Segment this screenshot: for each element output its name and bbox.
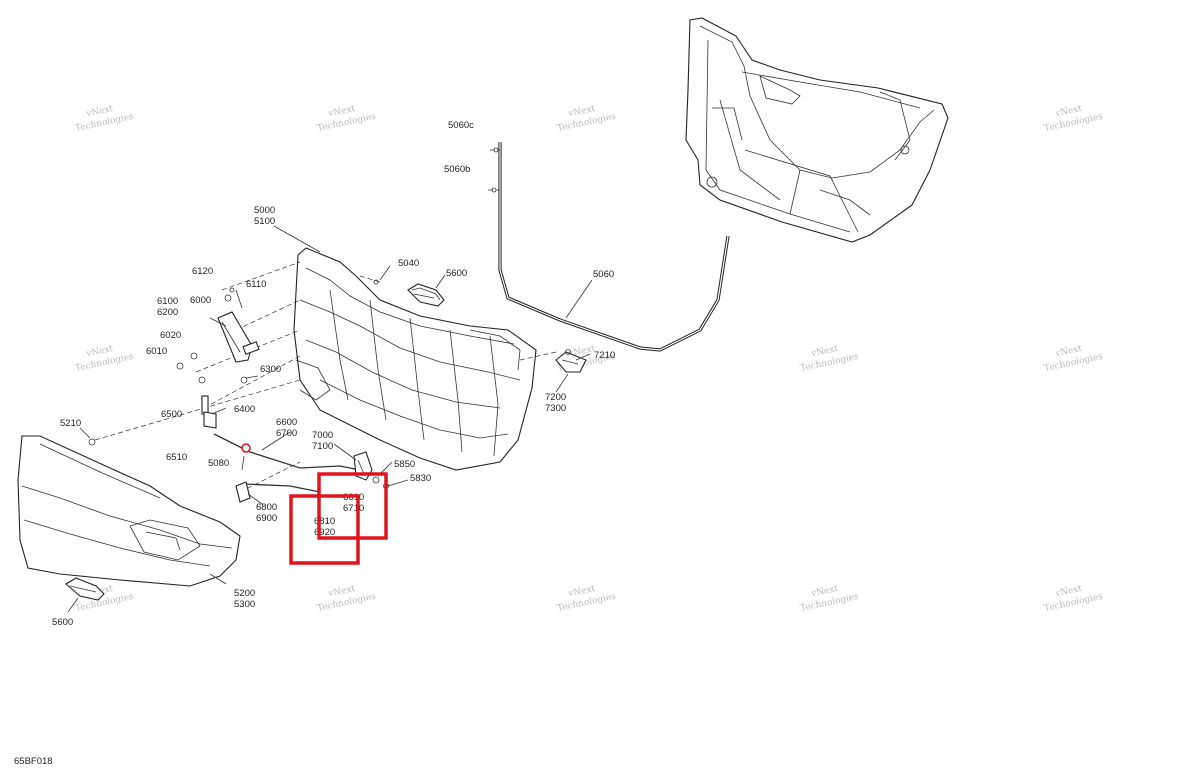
leader-lines — [67, 225, 593, 613]
callout-5100: 5100 — [254, 216, 275, 227]
callout-6020: 6020 — [160, 330, 181, 341]
watermark: vNext Technologies — [316, 584, 377, 614]
callout-6200: 6200 — [157, 307, 178, 318]
callout-5600-top: 5600 — [446, 268, 467, 279]
watermark: vNext Technologies — [1043, 104, 1104, 134]
weatherstrip-seal — [488, 142, 730, 352]
watermark: vNext Technologies — [799, 344, 860, 374]
assembly-lines — [94, 261, 557, 493]
callout-6120: 6120 — [192, 266, 213, 277]
callout-6300: 6300 — [260, 364, 281, 375]
callout-5850: 5850 — [394, 459, 415, 470]
callout-5300: 5300 — [234, 599, 255, 610]
callout-6100: 6100 — [157, 296, 178, 307]
callout-6600: 6600 — [276, 417, 297, 428]
door-frame — [293, 247, 537, 471]
callout-6510: 6510 — [166, 452, 187, 463]
highlight-box-6810-6920[interactable] — [289, 494, 360, 565]
callout-6110: 6110 — [246, 279, 266, 290]
callout-6810: 6810 — [314, 516, 335, 527]
callout-6400: 6400 — [234, 404, 255, 415]
callout-5600-bottom: 5600 — [52, 617, 73, 628]
callout-5000: 5000 — [254, 205, 275, 216]
callout-7100: 7100 — [312, 441, 333, 452]
callout-6000: 6000 — [190, 295, 211, 306]
outer-door-skin — [17, 435, 241, 587]
diagram-code: 65BF018 — [14, 756, 53, 767]
callout-5060b: 5060b — [444, 164, 470, 175]
callout-6900: 6900 — [256, 513, 277, 524]
callout-5200: 5200 — [234, 588, 255, 599]
hinge-assembly — [176, 287, 260, 429]
cable-rods — [213, 433, 361, 503]
callout-6920: 6920 — [314, 527, 335, 538]
callout-5080: 5080 — [208, 458, 229, 469]
callout-7000: 7000 — [312, 430, 333, 441]
watermark: vNext Technologies — [1043, 344, 1104, 374]
callout-6800: 6800 — [256, 502, 277, 513]
callout-6700: 6700 — [276, 428, 297, 439]
watermark: vNext Technologies — [556, 584, 617, 614]
callout-5830: 5830 — [410, 473, 431, 484]
door-handle-bottom — [65, 577, 105, 601]
watermark: vNext Technologies — [74, 344, 135, 374]
callout-7300: 7300 — [545, 403, 566, 414]
callout-5060: 5060 — [593, 269, 614, 280]
callout-5040: 5040 — [398, 258, 419, 269]
inner-door-panel-assembled — [685, 17, 949, 243]
clip-7200 — [555, 349, 587, 373]
callout-5210: 5210 — [60, 418, 81, 429]
watermark: vNext Technologies — [1043, 584, 1104, 614]
fasteners — [88, 147, 499, 446]
watermark: vNext Technologies — [799, 584, 860, 614]
door-handle-top — [407, 283, 445, 307]
watermark: vNext Technologies — [316, 104, 377, 134]
highlight-box-6610-6710[interactable] — [317, 472, 388, 540]
callout-7200: 7200 — [545, 392, 566, 403]
watermark: vNext Technologies — [74, 104, 135, 134]
callout-5060c: 5060c — [448, 120, 474, 131]
callout-6710: 6710 — [343, 503, 364, 514]
watermark: vNext Technologies — [556, 104, 617, 134]
callout-6010: 6010 — [146, 346, 167, 357]
callout-6500: 6500 — [161, 409, 182, 420]
highlight-boxes — [289, 472, 388, 565]
callout-7210: 7210 — [594, 350, 615, 361]
